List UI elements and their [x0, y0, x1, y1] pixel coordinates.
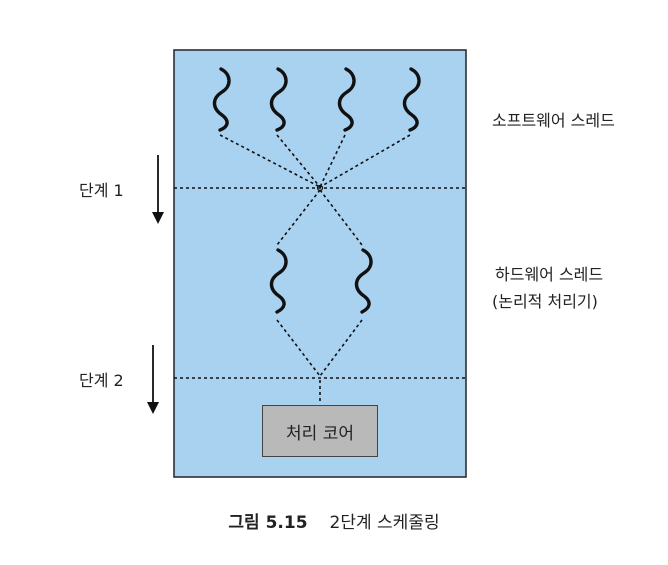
hardware-threads: [269, 248, 373, 314]
software-threads-label: 소프트웨어 스레드: [492, 111, 615, 130]
wavy-thread-icon: [269, 248, 288, 314]
wavy-thread-icon: [402, 67, 421, 132]
software-thread-connectors: [219, 134, 411, 188]
wavy-thread-icon: [354, 248, 373, 314]
arrow-down-icon: [147, 345, 159, 414]
processing-core-label: 처리 코어: [286, 423, 354, 444]
stage2-label: 단계 2: [79, 371, 124, 390]
wavy-thread-icon: [269, 67, 288, 132]
figure-caption: 그림 5.15 2단계 스케줄링: [0, 508, 668, 533]
logical-processor-label: (논리적 처리기): [492, 292, 598, 311]
software-threads: [212, 67, 421, 132]
processing-core: 처리 코어: [262, 405, 378, 457]
hardware-threads-label: 하드웨어 스레드: [495, 265, 604, 284]
wavy-thread-icon: [212, 67, 231, 132]
hardware-thread-connectors: [276, 189, 363, 404]
arrow-down-icon: [152, 155, 164, 224]
figure-number: 그림 5.15: [228, 513, 308, 533]
wavy-thread-icon: [337, 67, 356, 132]
figure-title: 2단계 스케줄링: [329, 513, 440, 533]
stage1-label: 단계 1: [79, 181, 124, 200]
